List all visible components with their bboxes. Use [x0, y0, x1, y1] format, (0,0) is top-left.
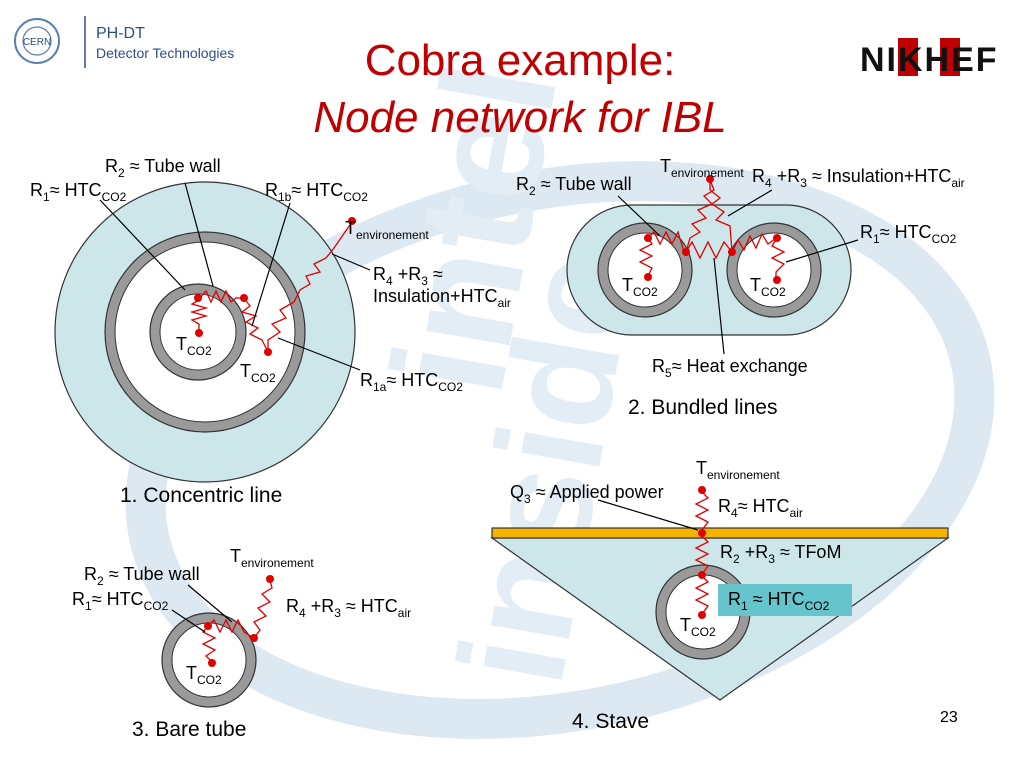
label-r1-htc: R1≈ HTCCO2	[860, 222, 957, 246]
spring-left-r2	[647, 230, 685, 253]
spring-right-r1	[770, 237, 786, 280]
label-r4-htc-air: R4≈ HTCair	[718, 496, 803, 520]
spring-r1	[201, 625, 217, 663]
page-title-line-1: Cobra example:	[365, 36, 676, 85]
label-t-co2-outer: TCO2	[240, 361, 276, 385]
spring-r23	[694, 535, 710, 575]
caption-stave: 4. Stave	[572, 710, 649, 733]
label-r2-tube-wall: R2 ≈ Tube wall	[84, 564, 200, 588]
label-t-co2-inner: TCO2	[176, 334, 212, 358]
spring-right-r2	[731, 232, 777, 253]
label-t-environement: Tenvironement	[696, 458, 780, 482]
label-r5-heat-exchange: R5≈ Heat exchange	[652, 356, 808, 380]
label-r1b-htc: R1b≈ HTCCO2	[265, 180, 368, 204]
label-r2-r3-tfom: R2 +R3 ≈ TFoM	[720, 542, 841, 566]
cern-logo: CERN	[14, 18, 60, 64]
spring-left-r1	[638, 237, 654, 277]
spring-r4	[694, 491, 710, 531]
page-number: 23	[940, 709, 958, 726]
label-t-co2: TCO2	[680, 615, 716, 639]
label-r1-htc: R1≈ HTCCO2	[30, 180, 127, 204]
panel-stave: Tenvironement Q3 ≈ Applied power R4≈ HTC…	[490, 458, 950, 733]
label-r1-htc-co2: R1 ≈ HTCCO2	[728, 589, 830, 613]
panel-bundled: Tenvironement R2 ≈ Tube wall R4 +R3 ≈ In…	[516, 156, 965, 419]
label-t-environement: Tenvironement	[345, 218, 429, 242]
page-title-line-2: Node network for IBL	[313, 93, 726, 142]
spring-r1b-r1a	[240, 297, 269, 353]
right-tube-bore	[736, 232, 812, 308]
nikhef-logo: NIKHEF	[860, 38, 999, 79]
left-tube-bore	[607, 232, 683, 308]
org-line-2: Detector Technologies	[96, 45, 234, 61]
label-t-co2: TCO2	[186, 663, 222, 687]
label-r1a-htc: R1a≈ HTCCO2	[360, 370, 463, 394]
spring-r2	[199, 289, 244, 304]
header: CERN PH-DT Detector Technologies Cobra e…	[14, 16, 999, 142]
label-insulation-htc: Insulation+HTCair	[373, 286, 511, 310]
spring-r43	[685, 179, 733, 253]
spring-r43	[267, 221, 353, 352]
label-t-co2-right: TCO2	[750, 275, 786, 299]
label-r4-r3-insulation: R4 +R3 ≈ Insulation+HTCair	[752, 166, 965, 190]
label-t-co2-left: TCO2	[622, 275, 658, 299]
caption-bundled-lines: 2. Bundled lines	[628, 396, 777, 419]
org-line-1: PH-DT	[96, 25, 145, 42]
spring-r1	[189, 299, 209, 333]
spring-r5	[685, 240, 733, 260]
stave-plate	[491, 527, 949, 539]
panel-bare-tube: Tenvironement R2 ≈ Tube wall R1≈ HTCCO2 …	[72, 546, 411, 741]
spring-r1	[694, 575, 710, 615]
label-r4-r3-htc: R4 +R3 ≈ HTCair	[286, 596, 411, 620]
label-q3-applied-power: Q3 ≈ Applied power	[510, 482, 664, 506]
label-t-environement: Tenvironement	[230, 546, 314, 570]
label-r4-r3: R4 +R3 ≈	[373, 264, 443, 288]
r1-highlight-box	[718, 584, 852, 616]
label-r2-tube-wall: R2 ≈ Tube wall	[516, 174, 632, 198]
label-t-environement: Tenvironement	[660, 156, 744, 180]
label-r1-htc: R1≈ HTCCO2	[72, 589, 169, 613]
caption-concentric-line: 1. Concentric line	[120, 484, 282, 507]
spring-r2	[207, 618, 255, 639]
spring-r43	[253, 579, 273, 639]
panel-concentric: R2 ≈ Tube wall R1≈ HTCCO2 R1b≈ HTCCO2 Te…	[30, 156, 511, 507]
caption-bare-tube: 3. Bare tube	[132, 718, 246, 741]
nikhef-logo-text: NIKHEF	[860, 41, 999, 79]
cern-logo-text: CERN	[23, 37, 51, 48]
label-r2-tube-wall: R2 ≈ Tube wall	[105, 156, 221, 180]
